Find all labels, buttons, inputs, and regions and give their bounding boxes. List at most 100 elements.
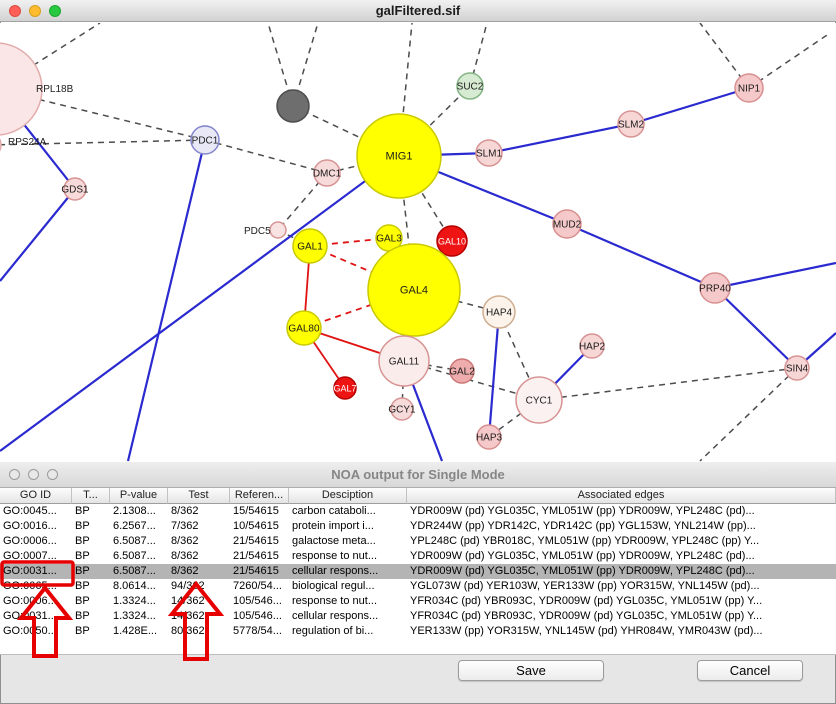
node-gal4[interactable]	[367, 243, 461, 337]
table-cell: 8.0614...	[113, 580, 156, 592]
node-gal10[interactable]	[436, 225, 468, 257]
table-cell: GO:0031...	[3, 565, 57, 577]
graph-edge[interactable]	[303, 289, 415, 329]
node-pdc1[interactable]	[190, 125, 220, 155]
network-titlebar: galFiltered.sif	[0, 0, 836, 22]
close-button[interactable]	[9, 5, 21, 17]
graph-edge[interactable]	[538, 367, 798, 401]
table-cell: 94/362	[171, 580, 205, 592]
table-cell: 8/362	[171, 565, 199, 577]
node-gds1[interactable]	[63, 177, 87, 201]
save-button[interactable]: Save	[458, 660, 604, 681]
column-header-associatededges[interactable]: Associated edges	[407, 488, 836, 504]
node-rpl18b[interactable]	[0, 42, 43, 136]
node-label: GAL4	[400, 285, 428, 297]
graph-edge[interactable]	[630, 86, 750, 126]
network-canvas[interactable]: GDS1PDC1DMC1MIG1SUC2SLM1SLM2NIP1MUD2PRP4…	[0, 23, 836, 462]
graph-edge[interactable]	[714, 287, 798, 369]
node-mud2[interactable]	[552, 209, 582, 239]
node-label: GAL80	[288, 324, 320, 335]
node-rps24a[interactable]	[0, 132, 2, 158]
table-cell: 80/362	[171, 625, 205, 637]
node-pdc5[interactable]	[269, 221, 287, 239]
node-gcy1[interactable]	[390, 397, 414, 421]
table-cell: YFR034C (pd) YBR093C, YDR009W (pd) YGL03…	[410, 595, 763, 607]
node-hap4[interactable]	[482, 295, 516, 329]
node-slm1[interactable]	[475, 139, 503, 167]
column-header-referen[interactable]: Referen...	[230, 488, 289, 504]
node-label: RPS24A	[8, 137, 47, 148]
window-controls	[9, 469, 58, 480]
node-gal1[interactable]	[292, 228, 328, 264]
graph-edge[interactable]	[126, 139, 207, 462]
table-cell: GO:0006...	[3, 535, 57, 547]
graph-edge[interactable]	[748, 32, 831, 89]
node-label: SUC2	[457, 82, 484, 93]
column-header-test[interactable]: Test	[168, 488, 230, 504]
table-cell: 6.2567...	[113, 520, 156, 532]
table-cell: GO:0065...	[3, 580, 57, 592]
window-controls	[9, 5, 61, 17]
graph-edge[interactable]	[309, 245, 415, 291]
table-cell: BP	[75, 595, 90, 607]
column-header-goid[interactable]: GO ID	[0, 488, 72, 504]
graph-edge[interactable]	[0, 188, 76, 282]
graph-edge[interactable]	[699, 367, 798, 462]
node-label: GAL1	[297, 242, 323, 253]
graph-edge[interactable]	[566, 222, 716, 290]
node-gal80[interactable]	[286, 310, 322, 346]
graph-edge[interactable]	[0, 23, 101, 89]
node-hap2[interactable]	[579, 333, 605, 359]
node-dmc1[interactable]	[313, 159, 341, 187]
table-cell: 1.428E...	[113, 625, 158, 637]
graph-edge[interactable]	[0, 139, 206, 146]
column-header-t[interactable]: T...	[72, 488, 110, 504]
table-cell: 105/546...	[233, 610, 282, 622]
graph-edge[interactable]	[292, 105, 400, 157]
node-gal2[interactable]	[449, 358, 475, 384]
node-sin4[interactable]	[784, 355, 810, 381]
node-mig1[interactable]	[356, 113, 442, 199]
table-cell: 14/362	[171, 595, 205, 607]
node-suc2[interactable]	[456, 72, 484, 100]
node-prp40[interactable]	[699, 272, 731, 304]
graph-edge[interactable]	[0, 155, 400, 452]
table-cell: galactose meta...	[292, 535, 376, 547]
table-cell: biological regul...	[292, 580, 375, 592]
zoom-button[interactable]	[49, 5, 61, 17]
column-header-pvalue[interactable]: P-value	[110, 488, 168, 504]
minimize-button[interactable]	[28, 469, 39, 480]
cancel-button[interactable]: Cancel	[697, 660, 803, 681]
node-nip1[interactable]	[734, 73, 764, 103]
node-hap3[interactable]	[476, 424, 502, 450]
graph-edge[interactable]	[204, 139, 328, 174]
table-cell: response to nut...	[292, 550, 377, 562]
table-cell: 10/54615	[233, 520, 279, 532]
close-button[interactable]	[9, 469, 20, 480]
graph-edge[interactable]	[714, 261, 836, 290]
table-cell: YDR009W (pd) YGL035C, YML051W (pp) YDR00…	[410, 505, 755, 517]
column-header-desciption[interactable]: Desciption	[289, 488, 407, 504]
graph-edge[interactable]	[487, 311, 501, 438]
minimize-button[interactable]	[29, 5, 41, 17]
node-label: SIN4	[786, 364, 809, 375]
table-cell: 1.3324...	[113, 610, 156, 622]
node-gal7[interactable]	[333, 376, 357, 400]
node-slm2[interactable]	[617, 110, 645, 138]
zoom-button[interactable]	[47, 469, 58, 480]
table-cell: 8/362	[171, 535, 199, 547]
node-gal11[interactable]	[378, 335, 430, 387]
graph-edge[interactable]	[488, 122, 632, 155]
node-cyc1[interactable]	[515, 376, 563, 424]
node-dark[interactable]	[276, 89, 310, 123]
